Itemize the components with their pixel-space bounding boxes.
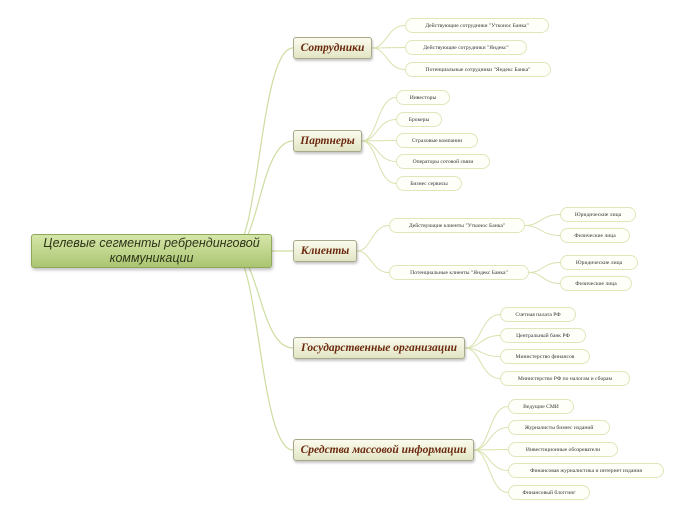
leaf-government-4[interactable]: Министерство РФ по налогам и сборам xyxy=(500,371,630,386)
leaf-potential-clients-legal[interactable]: Юридические лица xyxy=(560,255,638,270)
connector-line xyxy=(528,262,561,273)
leaf-media-5[interactable]: Финансовый блоггинг xyxy=(508,485,590,500)
connector-line xyxy=(524,214,561,226)
leaf-employees-3[interactable]: Потенциальные сотрудники "Яндекс Банка" xyxy=(405,62,551,77)
leaf-media-2[interactable]: Журналисты бизнес изданий xyxy=(508,420,610,435)
connector-line xyxy=(464,314,501,349)
connector-line xyxy=(361,140,397,184)
leaf-potential-clients-individual[interactable]: Физические лица xyxy=(560,276,632,291)
connector-line xyxy=(361,119,397,142)
connector-line xyxy=(361,140,397,162)
leaf-partners-1[interactable]: Инвесторы xyxy=(396,90,450,105)
leaf-current-clients-legal[interactable]: Юридические лица xyxy=(560,207,636,222)
branch-clients[interactable]: Клиенты xyxy=(293,240,357,262)
connector-line xyxy=(231,47,294,252)
leaf-media-4[interactable]: Финансовая журналистика и интернет издан… xyxy=(508,463,664,478)
leaf-partners-2[interactable]: Брокеры xyxy=(396,112,442,127)
connector-line xyxy=(473,449,509,451)
connector-line xyxy=(464,347,501,379)
subgroup-potential-clients[interactable]: Потенциальные клиенты "Яндекс Банка" xyxy=(389,265,529,280)
branch-employees[interactable]: Сотрудники xyxy=(293,37,372,59)
leaf-media-3[interactable]: Инвестиционные обозреватели xyxy=(508,442,618,457)
branch-government[interactable]: Государственные организации xyxy=(293,337,465,359)
leaf-government-2[interactable]: Центральный банк РФ xyxy=(500,328,586,343)
leaf-employees-1[interactable]: Действующие сотрудники "Утконос Банка" xyxy=(405,18,549,33)
leaf-government-1[interactable]: Счетная палата РФ xyxy=(500,307,576,322)
connector-line xyxy=(528,272,561,284)
leaf-current-clients-individual[interactable]: Физические лица xyxy=(560,228,630,243)
connector-line xyxy=(361,140,397,142)
connector-line xyxy=(361,97,397,142)
branch-partners[interactable]: Партнеры xyxy=(293,130,362,152)
leaf-partners-5[interactable]: Бизнес сервисы xyxy=(396,176,462,191)
connector-line xyxy=(371,25,406,49)
leaf-government-3[interactable]: Министерство финансов xyxy=(500,349,590,364)
subgroup-current-clients[interactable]: Действующие клиенты "Утконос Банка" xyxy=(389,218,525,233)
leaf-employees-2[interactable]: Действующие сотрудники "Яндекс" xyxy=(405,40,527,55)
connector-line xyxy=(473,449,509,493)
leaf-partners-3[interactable]: Страховые компании xyxy=(396,133,478,148)
leaf-partners-4[interactable]: Операторы сотовой связи xyxy=(396,154,490,169)
connector-line xyxy=(356,225,390,252)
connector-line xyxy=(524,225,561,236)
central-topic[interactable]: Целевые сегменты ребрендинговой коммуник… xyxy=(31,234,272,268)
connector-line xyxy=(473,427,509,451)
connector-line xyxy=(371,47,406,49)
branch-media[interactable]: Средства массовой информации xyxy=(293,439,474,461)
connector-line xyxy=(356,250,390,273)
connector-line xyxy=(371,47,406,70)
connector-line xyxy=(473,449,509,471)
connector-line xyxy=(473,406,509,451)
connector-line xyxy=(464,335,501,349)
leaf-media-1[interactable]: Ведущие СМИ xyxy=(508,399,574,414)
connector-line xyxy=(231,250,294,451)
